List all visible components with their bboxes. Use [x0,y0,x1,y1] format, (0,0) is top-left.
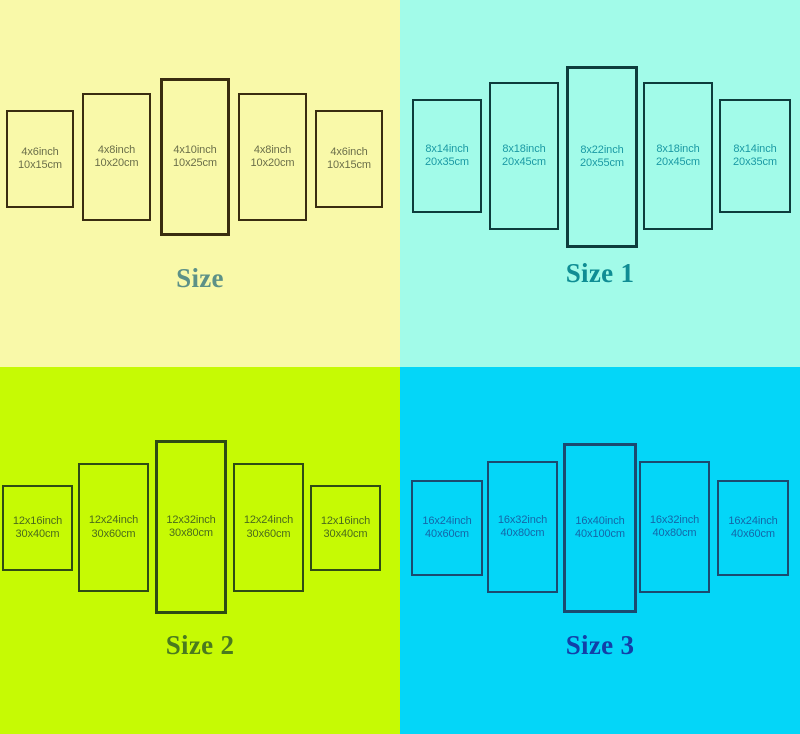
panel-size-cm: 10x15cm [327,159,371,171]
panel-size-inch: 4x6inch [21,145,59,158]
panel-size-cm: 40x60cm [425,528,469,540]
panel-size-cm: 40x100cm [575,528,625,540]
panel-size-cm: 30x40cm [15,528,60,540]
panel-size-inch: 4x10inch [173,143,217,156]
panel-size-cm: 20x35cm [425,156,469,168]
size-option-title-size-1: Size 1 [565,258,635,288]
panel-size-inch: 8x18inch [502,142,546,155]
panel-size-inch: 16x24inch [728,514,778,527]
panel-size-cm: 20x45cm [502,156,546,168]
panel-size-inch: 8x18inch [656,142,700,155]
panel-size-inch: 4x6inch [330,145,368,158]
panel-size-inch: 8x14inch [425,142,469,155]
panel-size-inch: 16x24inch [422,514,472,527]
panel-size-inch: 16x32inch [649,513,700,526]
panel-size-cm: 20x35cm [733,156,777,168]
panel-size-cm: 30x80cm [169,527,213,539]
panel-size-inch: 16x32inch [497,513,548,526]
panel-size-inch: 12x32inch [166,513,216,526]
panel-size-cm: 40x80cm [500,527,545,539]
panel-size-inch: 12x24inch [243,514,294,527]
panel-size-inch: 16x40inch [575,514,625,527]
panel-size-inch: 12x16inch [320,514,371,527]
size-option-title-size: Size [176,263,224,293]
panel-size-cm: 30x60cm [91,527,136,540]
panel-size-inch: 4x8inch [97,143,136,156]
size-option-title-size-2: Size 2 [165,630,235,660]
panel-size-inch: 8x22inch [580,143,624,156]
panel-size-inch: 12x24inch [88,514,139,527]
panel-size-cm: 20x45cm [656,156,700,168]
panel-size-cm: 30x60cm [246,527,291,540]
panel-size-cm: 40x60cm [731,528,775,540]
panel-size-inch: 8x14inch [733,142,777,155]
panel-size-cm: 10x20cm [94,157,139,169]
panel-size-cm: 40x80cm [652,527,697,539]
panel-size-inch: 12x16inch [12,514,63,527]
panel-size-cm: 10x15cm [18,159,62,171]
panel-size-cm: 30x40cm [323,528,368,540]
size-option-title-size-3: Size 3 [565,630,635,660]
panel-size-cm: 10x25cm [173,157,217,169]
panel-size-cm: 10x20cm [250,157,295,169]
panel-size-cm: 20x55cm [580,157,624,169]
panel-size-inch: 4x8inch [253,143,292,156]
